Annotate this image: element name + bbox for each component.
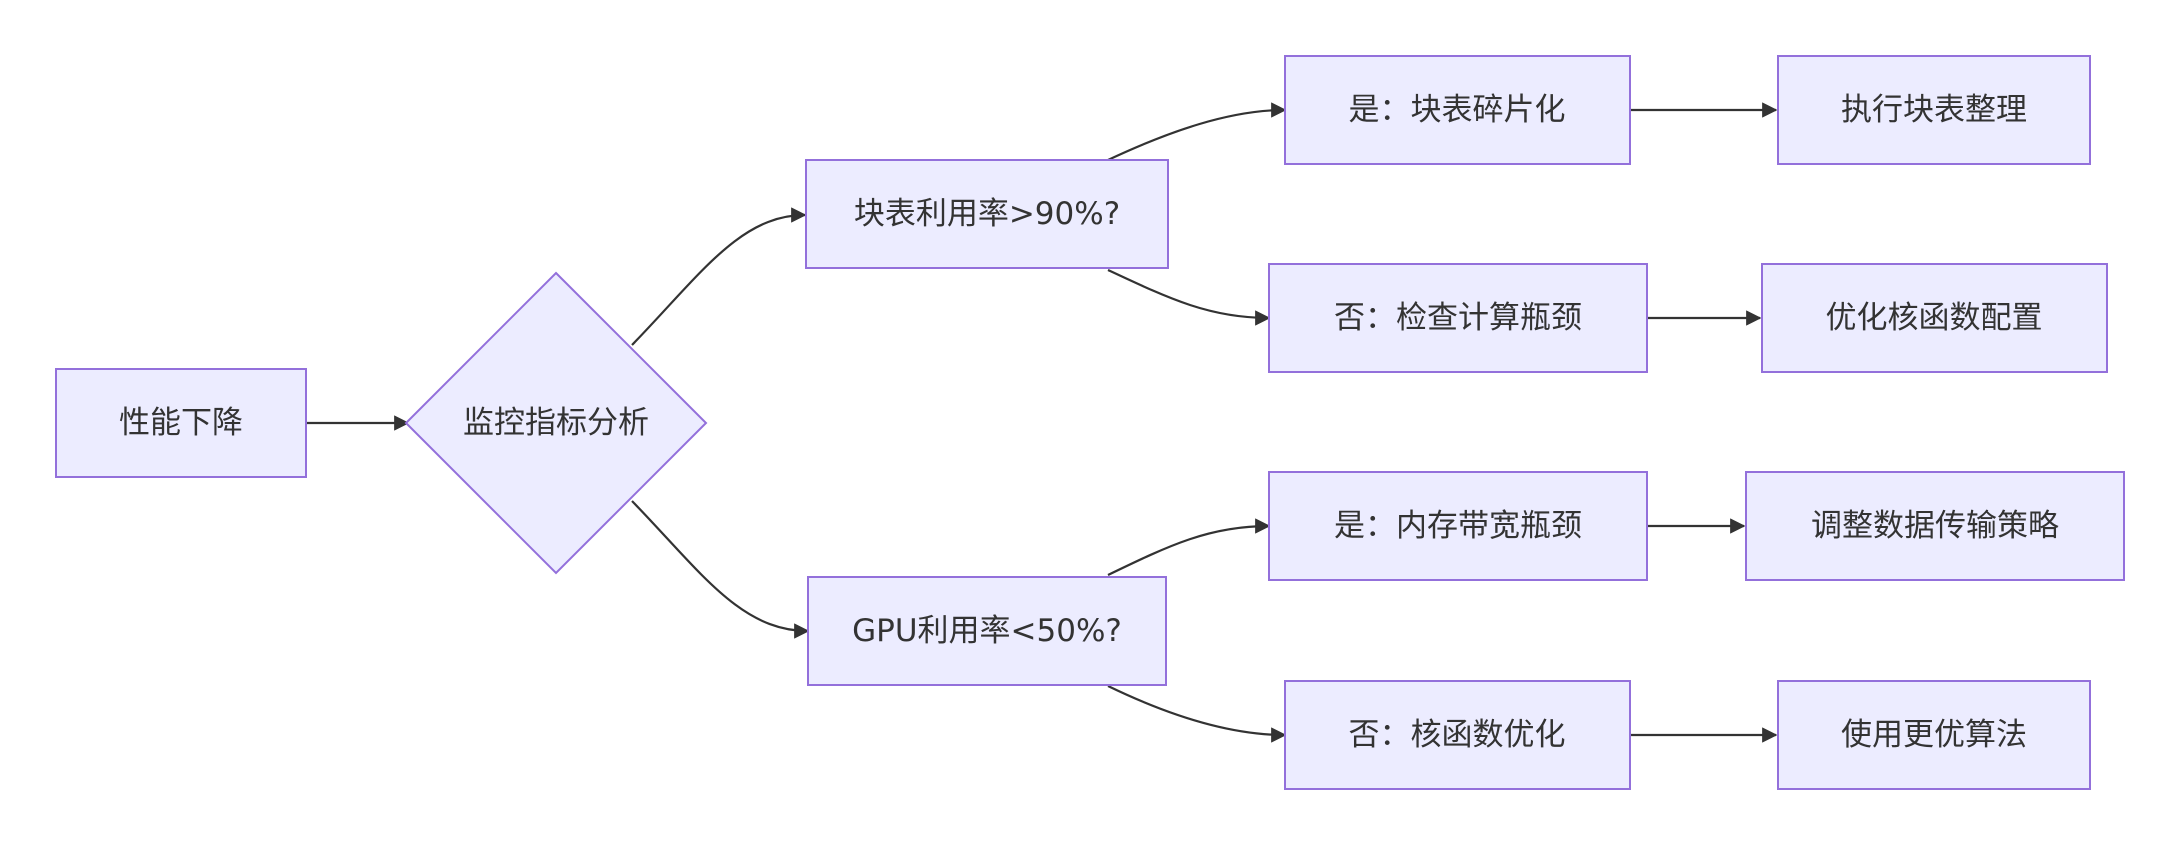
edge-analyze-to-gpu-check (631, 500, 810, 639)
edge-gpu-to-bandwidth (1107, 518, 1271, 576)
node-start[interactable]: 性能下降 (55, 368, 307, 478)
node-analyze-label: 监控指标分析 (463, 405, 649, 441)
node-fragmentation-label: 是：块表碎片化 (1349, 92, 1566, 128)
node-algorithm[interactable]: 使用更优算法 (1777, 680, 2091, 790)
node-transfer[interactable]: 调整数据传输策略 (1745, 471, 2125, 581)
node-defrag-label: 执行块表整理 (1841, 92, 2027, 128)
edge-gpu-to-kernel-opt (1107, 685, 1287, 743)
node-bandwidth[interactable]: 是：内存带宽瓶颈 (1268, 471, 1648, 581)
node-bandwidth-label: 是：内存带宽瓶颈 (1334, 508, 1582, 544)
node-compute-check[interactable]: 否：检查计算瓶颈 (1268, 263, 1648, 373)
node-algorithm-label: 使用更优算法 (1841, 717, 2027, 753)
node-blocktable-check[interactable]: 块表利用率>90%? (805, 159, 1169, 269)
edge-analyze-to-blocktable-check (631, 207, 807, 346)
node-kernel-opt[interactable]: 否：核函数优化 (1284, 680, 1631, 790)
node-kernel-config[interactable]: 优化核函数配置 (1761, 263, 2108, 373)
node-analyze-decision[interactable]: 监控指标分析 (404, 271, 708, 575)
node-gpu-check[interactable]: GPU利用率<50%? (807, 576, 1167, 686)
nodes: 性能下降 监控指标分析 块表利用率>90%? GPU利用率<50%? 是：块表碎… (55, 55, 2125, 790)
node-compute-check-label: 否：检查计算瓶颈 (1334, 300, 1582, 336)
node-blocktable-check-label: 块表利用率>90%? (854, 196, 1120, 232)
node-fragmentation[interactable]: 是：块表碎片化 (1284, 55, 1631, 165)
node-kernel-opt-label: 否：核函数优化 (1349, 717, 1566, 753)
node-transfer-label: 调整数据传输策略 (1811, 508, 2059, 544)
node-kernel-config-label: 优化核函数配置 (1826, 300, 2043, 336)
edge-blocktable-to-fragmentation (1107, 102, 1287, 161)
edges (306, 102, 1778, 743)
node-start-label: 性能下降 (119, 405, 243, 441)
node-defrag[interactable]: 执行块表整理 (1777, 55, 2091, 165)
edge-blocktable-to-compute-check (1107, 269, 1271, 326)
node-gpu-check-label: GPU利用率<50%? (852, 613, 1122, 649)
